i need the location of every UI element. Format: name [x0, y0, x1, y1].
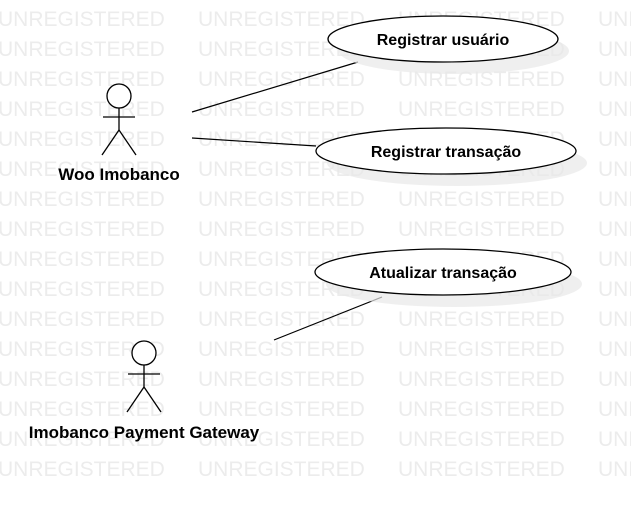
watermark-text: UNREGISTERED: [598, 68, 631, 91]
watermark-text: UNREGISTERED: [0, 368, 165, 391]
watermark-text: UNREGISTERED: [598, 218, 631, 241]
watermark-text: UNREGISTERED: [598, 98, 631, 121]
use-case-registrar-transacao[interactable]: Registrar transação: [315, 127, 587, 186]
watermark-text: UNREGISTERED: [0, 308, 165, 331]
watermark-text: UNREGISTERED: [0, 128, 165, 151]
watermark-text: UNREGISTERED: [598, 248, 631, 271]
watermark-text: UNREGISTERED: [198, 8, 365, 31]
watermark-text: UNREGISTERED: [598, 338, 631, 361]
watermark-text: UNREGISTERED: [198, 98, 365, 121]
stick-figure-icon: [101, 83, 137, 156]
watermark-text: UNREGISTERED: [198, 368, 365, 391]
watermark-text: UNREGISTERED: [398, 338, 565, 361]
actor-imobanco-payment-gateway[interactable]: Imobanco Payment Gateway: [29, 340, 260, 442]
watermark-text: UNREGISTERED: [198, 188, 365, 211]
watermark-text: UNREGISTERED: [198, 458, 365, 481]
watermark-text: UNREGISTERED: [0, 188, 165, 211]
actor-label: Woo Imobanco: [58, 165, 180, 184]
watermark-text: UNREGISTERED: [598, 128, 631, 151]
watermark-text: UNREGISTERED: [598, 158, 631, 181]
watermark-text: UNREGISTERED: [0, 68, 165, 91]
watermark-text: UNREGISTERED: [0, 8, 165, 31]
watermark-text: UNREGISTERED: [0, 458, 165, 481]
association-gateway-atualizar-transacao[interactable]: [273, 296, 383, 341]
watermark-text: UNREGISTERED: [198, 338, 365, 361]
watermark-text: UNREGISTERED: [198, 308, 365, 331]
use-case-label: Atualizar transação: [369, 265, 517, 282]
watermark-text: UNREGISTERED: [398, 308, 565, 331]
watermark-text: UNREGISTERED: [598, 458, 631, 481]
watermark-text: UNREGISTERED: [598, 38, 631, 61]
watermark-text: UNREGISTERED: [0, 38, 165, 61]
watermark-text: UNREGISTERED: [398, 188, 565, 211]
use-case-atualizar-transacao[interactable]: Atualizar transação: [314, 248, 582, 307]
use-case-label: Registrar transação: [371, 144, 522, 161]
watermark-text: UNREGISTERED: [0, 278, 165, 301]
watermark-text: UNREGISTERED: [0, 338, 165, 361]
watermark-text: UNREGISTERED: [598, 398, 631, 421]
watermark-text: UNREGISTERED: [598, 188, 631, 211]
watermark-text: UNREGISTERED: [198, 68, 365, 91]
actor-label: Imobanco Payment Gateway: [29, 423, 260, 442]
watermark-text: UNREGISTERED: [598, 428, 631, 451]
watermark-text: UNREGISTERED: [198, 38, 365, 61]
watermark-text: UNREGISTERED: [198, 398, 365, 421]
watermark-text: UNREGISTERED: [598, 278, 631, 301]
watermark-text: UNREGISTERED: [0, 158, 165, 181]
watermark-text: UNREGISTERED: [0, 98, 165, 121]
use-case-label: Registrar usuário: [377, 32, 510, 49]
watermark-text: UNREGISTERED: [0, 218, 165, 241]
watermark-text: UNREGISTERED: [198, 278, 365, 301]
watermark-text: UNREGISTERED: [0, 248, 165, 271]
watermark-text: UNREGISTERED: [398, 368, 565, 391]
watermark-text: UNREGISTERED: [398, 98, 565, 121]
watermark-text: UNREGISTERED: [598, 8, 631, 31]
watermark-text: UNREGISTERED: [398, 218, 565, 241]
association-woo-registrar-usuario[interactable]: [191, 61, 359, 113]
watermark-text: UNREGISTERED: [198, 218, 365, 241]
watermark-text: UNREGISTERED: [0, 428, 165, 451]
watermark-text: UNREGISTERED: [398, 428, 565, 451]
watermark-text: UNREGISTERED: [198, 158, 365, 181]
stick-figure-icon: [126, 340, 162, 413]
watermark-text: UNREGISTERED: [598, 368, 631, 391]
watermark-text: UNREGISTERED: [0, 398, 165, 421]
use-case-registrar-usuario[interactable]: Registrar usuário: [327, 15, 569, 74]
association-woo-registrar-transacao[interactable]: [191, 137, 317, 147]
watermark-text: UNREGISTERED: [398, 458, 565, 481]
watermark: UNREGISTERED UNREGISTERED UNREGISTERED UNRE…: [0, 8, 631, 481]
actor-woo-imobanco[interactable]: Woo Imobanco: [58, 83, 180, 184]
watermark-text: UNREGISTERED: [398, 398, 565, 421]
watermark-text: UNREGISTERED: [598, 308, 631, 331]
watermark-text: UNREGISTERED: [198, 428, 365, 451]
